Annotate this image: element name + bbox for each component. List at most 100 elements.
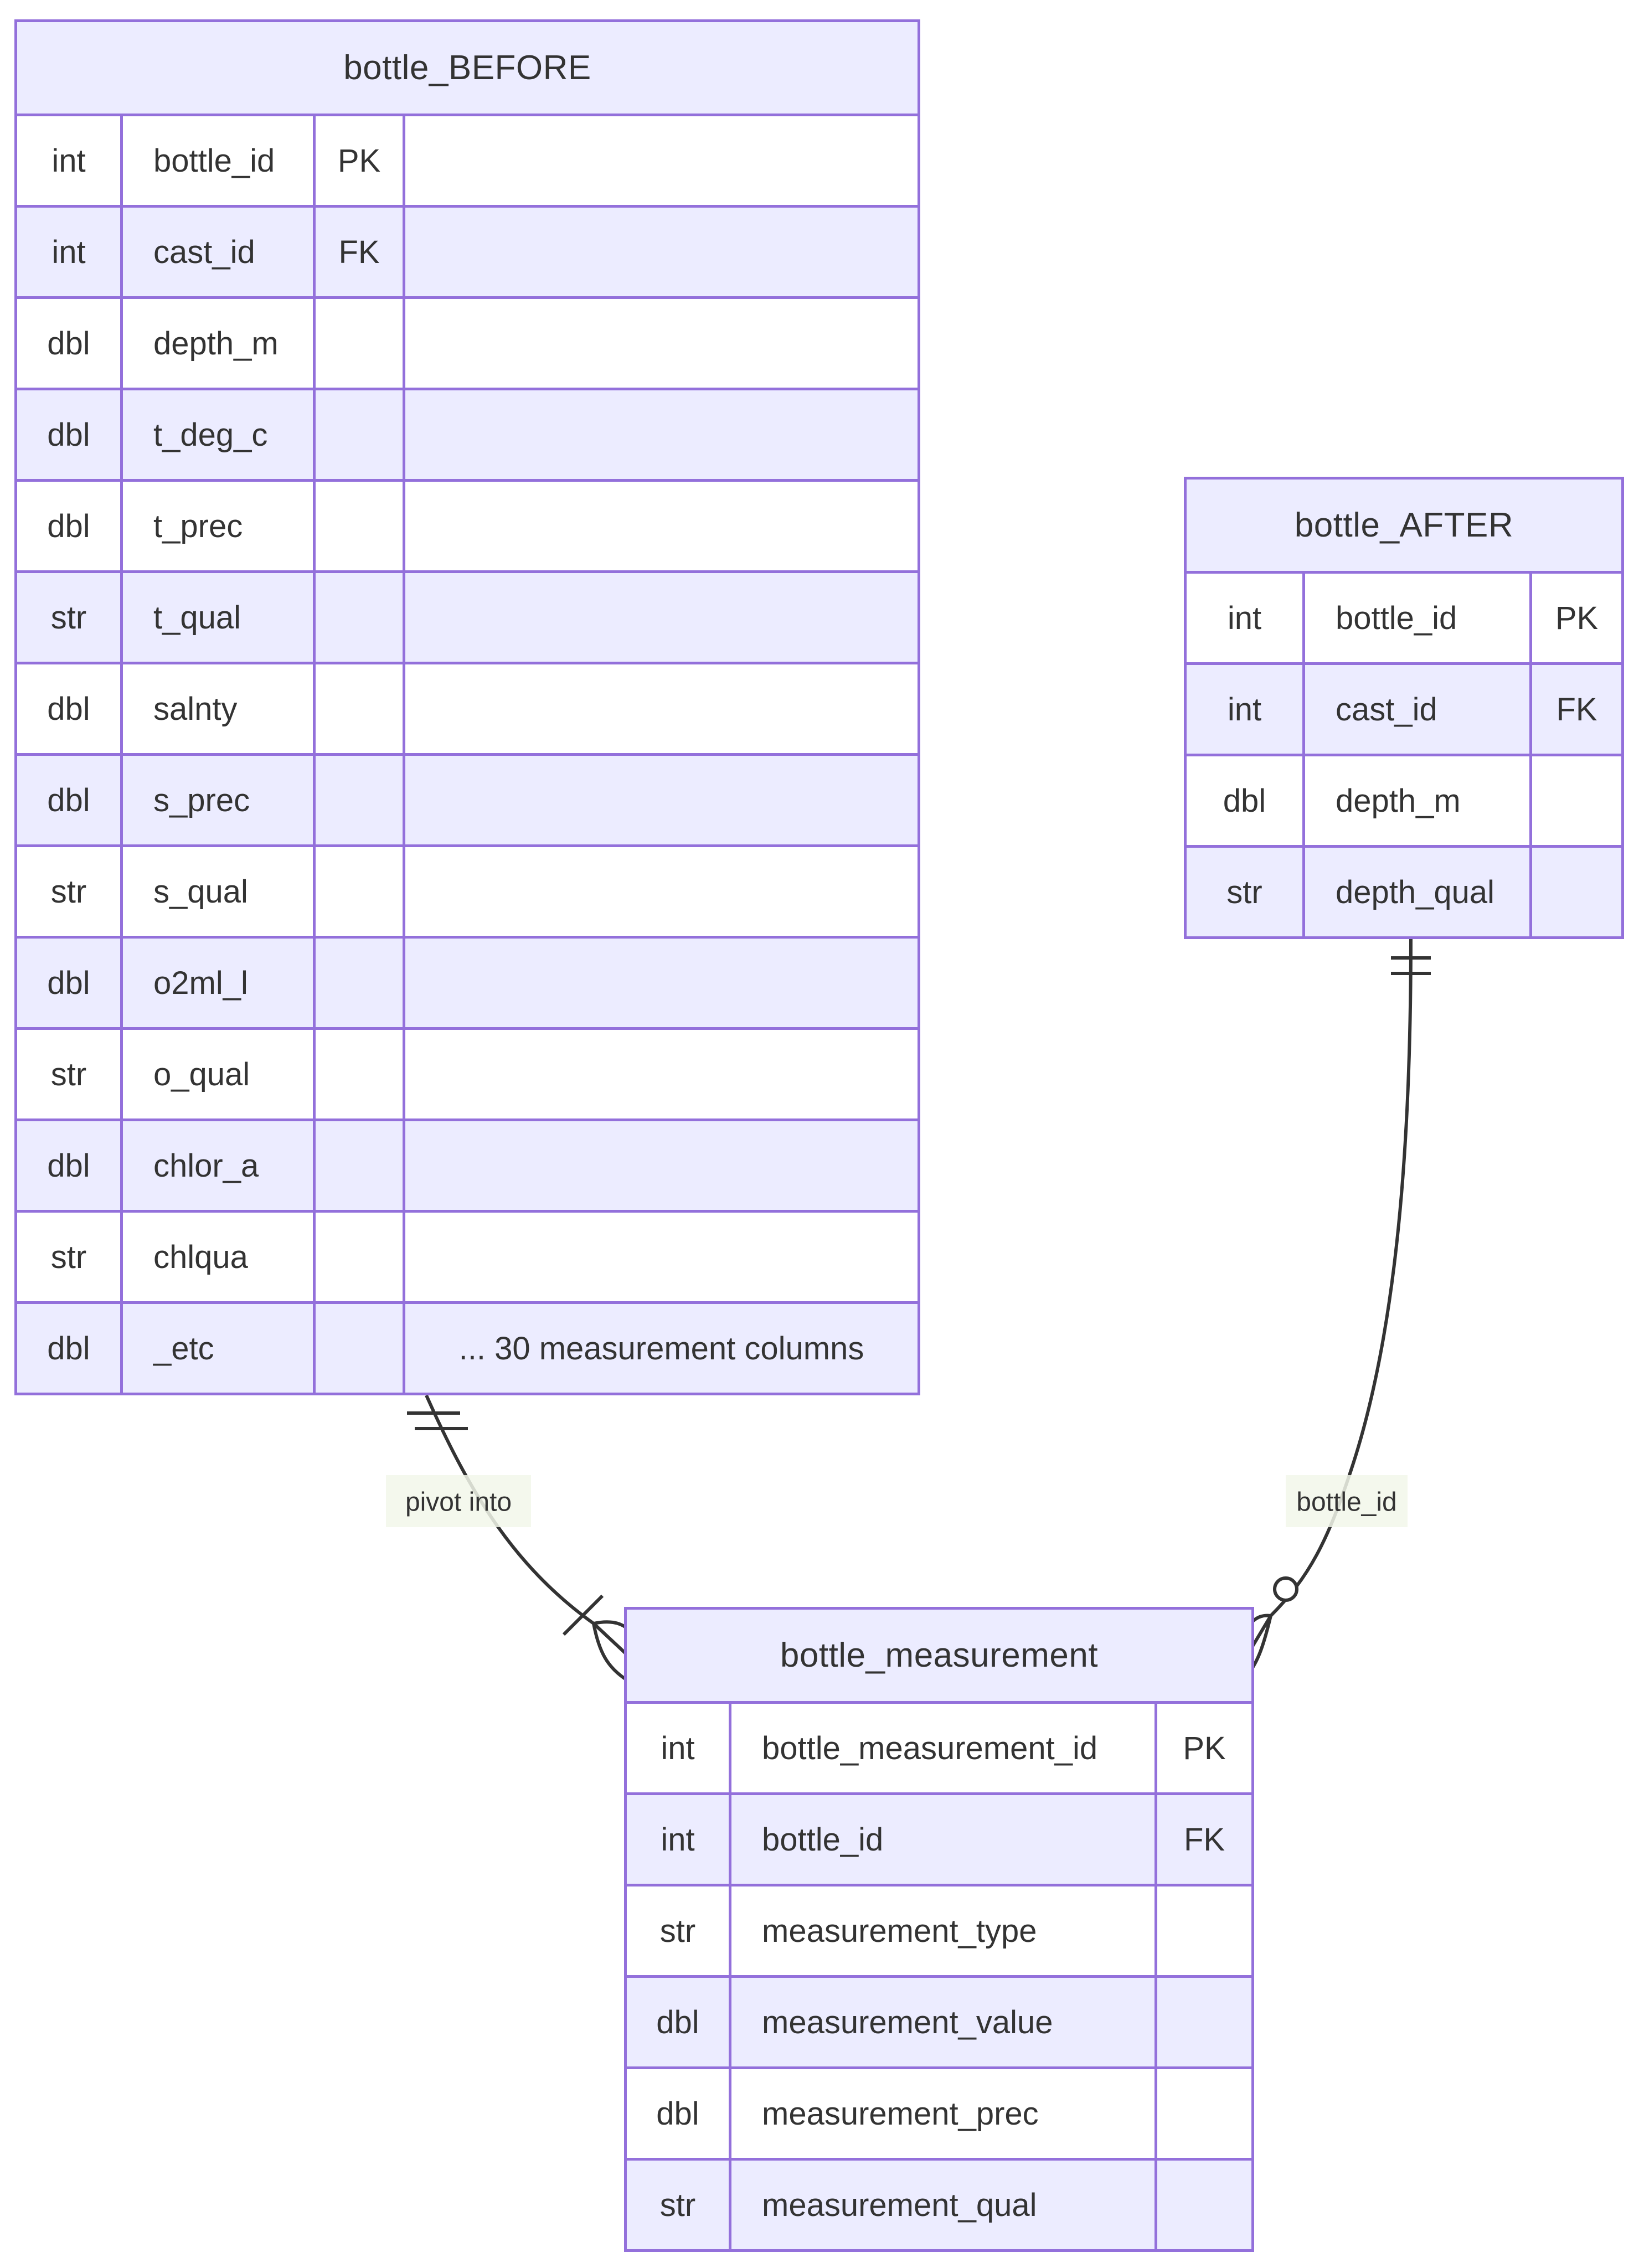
relationship-pivot-into-line xyxy=(425,1394,595,1625)
attribute-name-cell: depth_qual xyxy=(1302,848,1529,936)
relationship-label: pivot into xyxy=(405,1488,512,1517)
attribute-type-cell: str xyxy=(1226,874,1262,910)
attribute-name-cell: t_deg_c xyxy=(120,390,313,479)
one-tick-icon xyxy=(562,1594,604,1636)
attribute-row: dbl chlor_a xyxy=(17,1118,918,1210)
attribute-row: str depth_qual xyxy=(1187,845,1621,936)
attribute-comment-cell xyxy=(403,208,918,296)
attribute-type-cell: dbl xyxy=(1223,782,1266,819)
attribute-type-cell: str xyxy=(50,873,87,910)
attribute-comment-cell xyxy=(403,1121,918,1210)
attribute-name-cell: depth_m xyxy=(120,299,313,388)
attribute-type-cell: int xyxy=(51,234,86,270)
attribute-key-cell xyxy=(313,1121,403,1210)
attribute-key-cell: FK xyxy=(313,208,403,296)
attribute-key-cell xyxy=(313,1304,403,1393)
attribute-type-cell: int xyxy=(1227,691,1262,728)
attribute-name-cell: measurement_value xyxy=(729,1978,1154,2066)
attribute-comment-cell xyxy=(403,756,918,844)
attribute-name-cell: t_qual xyxy=(120,573,313,662)
attribute-key-cell xyxy=(1154,1886,1251,1975)
attribute-row: str s_qual xyxy=(17,844,918,936)
attribute-key-cell: PK xyxy=(1529,574,1621,662)
attribute-name-cell: o2ml_l xyxy=(120,939,313,1027)
attribute-row: str chlqua xyxy=(17,1210,918,1301)
attribute-key-cell xyxy=(313,939,403,1027)
attribute-key-cell: PK xyxy=(1154,1704,1251,1792)
attribute-key-cell: FK xyxy=(1529,665,1621,754)
attribute-row: dbl measurement_value xyxy=(627,1975,1251,2066)
attribute-type-cell: dbl xyxy=(47,508,90,544)
attribute-key-cell xyxy=(313,390,403,479)
attribute-type-cell: dbl xyxy=(47,1330,90,1367)
crow-foot-icon xyxy=(592,1622,628,1656)
attribute-type-cell: dbl xyxy=(47,965,90,1001)
attribute-key-cell xyxy=(1154,2161,1251,2249)
attribute-key-cell xyxy=(313,299,403,388)
attribute-row: dbl o2ml_l xyxy=(17,936,918,1027)
attribute-comment-cell xyxy=(403,1030,918,1118)
attribute-row: dbl salnty xyxy=(17,662,918,753)
attribute-row: dbl t_deg_c xyxy=(17,388,918,479)
attribute-key-cell xyxy=(1154,1978,1251,2066)
attribute-comment-cell xyxy=(403,116,918,205)
attribute-type-cell: dbl xyxy=(47,1147,90,1184)
attribute-name-cell: s_qual xyxy=(120,847,313,936)
attribute-type-cell: str xyxy=(50,1239,87,1275)
attribute-name-cell: measurement_prec xyxy=(729,2069,1154,2158)
attribute-name-cell: measurement_type xyxy=(729,1886,1154,1975)
attribute-key-cell xyxy=(1529,756,1621,845)
attribute-name-cell: bottle_id xyxy=(1302,574,1529,662)
attribute-key-cell xyxy=(313,664,403,753)
attribute-key-cell: FK xyxy=(1154,1795,1251,1884)
attribute-type-cell: dbl xyxy=(47,325,90,362)
entity-title: bottle_measurement xyxy=(627,1610,1251,1701)
attribute-name-cell: salnty xyxy=(120,664,313,753)
entity-title: bottle_AFTER xyxy=(1187,480,1621,571)
attribute-name-cell: chlqua xyxy=(120,1213,313,1301)
attribute-comment-cell: ... 30 measurement columns xyxy=(403,1304,918,1393)
attribute-comment-cell xyxy=(403,939,918,1027)
relationship-label-bg xyxy=(1286,1475,1408,1527)
attribute-comment-cell xyxy=(403,1213,918,1301)
attribute-name-cell: s_prec xyxy=(120,756,313,844)
crow-foot-icon xyxy=(592,1623,628,1682)
attribute-type-cell: str xyxy=(50,1056,87,1092)
attribute-comment-cell xyxy=(403,664,918,753)
attribute-key-cell xyxy=(313,573,403,662)
attribute-type-cell: dbl xyxy=(47,690,90,727)
attribute-name-cell: depth_m xyxy=(1302,756,1529,845)
zero-circle-icon xyxy=(1273,1576,1298,1602)
attribute-comment-cell xyxy=(403,847,918,936)
attribute-type-cell: dbl xyxy=(47,416,90,453)
attribute-row: dbl_etc... 30 measurement columns xyxy=(17,1301,918,1393)
attribute-key-cell xyxy=(1529,848,1621,936)
attribute-type-cell: dbl xyxy=(656,2004,699,2040)
attribute-type-cell: int xyxy=(1227,600,1262,636)
attribute-row: dbl depth_m xyxy=(17,296,918,388)
entity-title: bottle_BEFORE xyxy=(17,22,918,114)
attribute-key-cell xyxy=(1154,2069,1251,2158)
relationship-label-bg xyxy=(386,1475,531,1527)
attribute-type-cell: str xyxy=(659,2187,696,2223)
relationship-label: bottle_id xyxy=(1296,1488,1396,1517)
attribute-name-cell: chlor_a xyxy=(120,1121,313,1210)
